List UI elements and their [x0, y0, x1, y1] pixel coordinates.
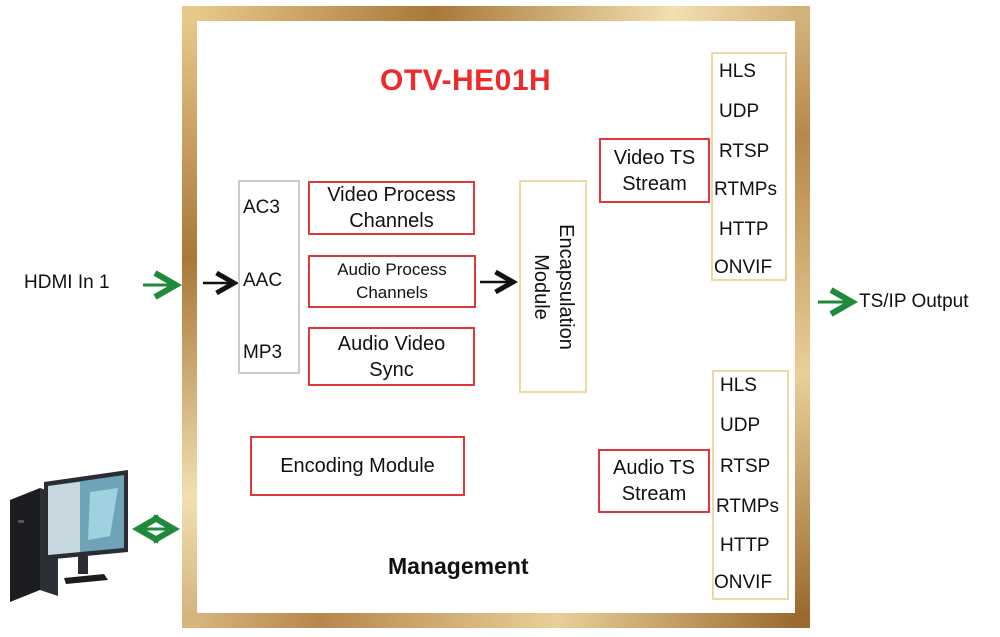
- video-process-label: Video Process Channels: [327, 184, 456, 232]
- encapsulation-text-wrap: Encapsulation Module: [520, 182, 586, 392]
- audio-process-label: Audio Process Channels: [337, 260, 447, 302]
- audio-protocol-udp: UDP: [720, 415, 761, 436]
- device-title: OTV-HE01H: [380, 64, 552, 97]
- hdmi-input-label: HDMI In 1: [24, 272, 110, 293]
- video-process-box: Video Process Channels: [308, 181, 475, 235]
- ts-ip-output-label: TS/IP Output: [859, 291, 969, 312]
- audio-protocol-onvif: ONVIF: [714, 572, 773, 593]
- device-frame: [182, 6, 810, 628]
- video-protocol-http: HTTP: [719, 219, 769, 240]
- audio-protocols-box: HLS UDP RTSP RTMPs HTTP ONVIF: [712, 370, 789, 600]
- codec-ac3: AC3: [243, 197, 280, 218]
- encoding-label: Encoding Module: [280, 455, 435, 477]
- video-protocol-onvif: ONVIF: [714, 257, 773, 278]
- video-protocol-rtsp: RTSP: [719, 141, 770, 162]
- audio-ts-box: Audio TS Stream: [598, 449, 710, 513]
- audio-protocol-http: HTTP: [720, 535, 770, 556]
- audio-protocol-rtsp: RTSP: [720, 456, 771, 477]
- audio-protocol-rtmps: RTMPs: [716, 496, 779, 517]
- video-protocol-hls: HLS: [719, 61, 756, 82]
- video-ts-box: Video TS Stream: [599, 138, 710, 203]
- encapsulation-label: Encapsulation Module: [530, 224, 577, 350]
- video-protocols-box: HLS UDP RTSP RTMPs HTTP ONVIF: [711, 52, 787, 281]
- audio-protocol-hls: HLS: [720, 375, 757, 396]
- codec-mp3: MP3: [243, 342, 283, 363]
- video-protocol-udp: UDP: [719, 101, 760, 122]
- video-ts-label: Video TS Stream: [613, 146, 696, 195]
- av-sync-box: Audio Video Sync: [308, 327, 475, 386]
- audio-process-box: Audio Process Channels: [308, 255, 476, 308]
- encapsulation-box: [519, 180, 587, 393]
- computer-icon: [10, 470, 128, 602]
- av-sync-label: Audio Video Sync: [337, 332, 446, 381]
- video-protocol-rtmps: RTMPs: [714, 179, 777, 200]
- encoding-box: Encoding Module: [250, 436, 465, 496]
- management-label: Management: [388, 553, 529, 579]
- codec-box: [238, 180, 300, 374]
- codec-aac: AAC: [243, 270, 283, 291]
- audio-ts-label: Audio TS Stream: [613, 457, 695, 505]
